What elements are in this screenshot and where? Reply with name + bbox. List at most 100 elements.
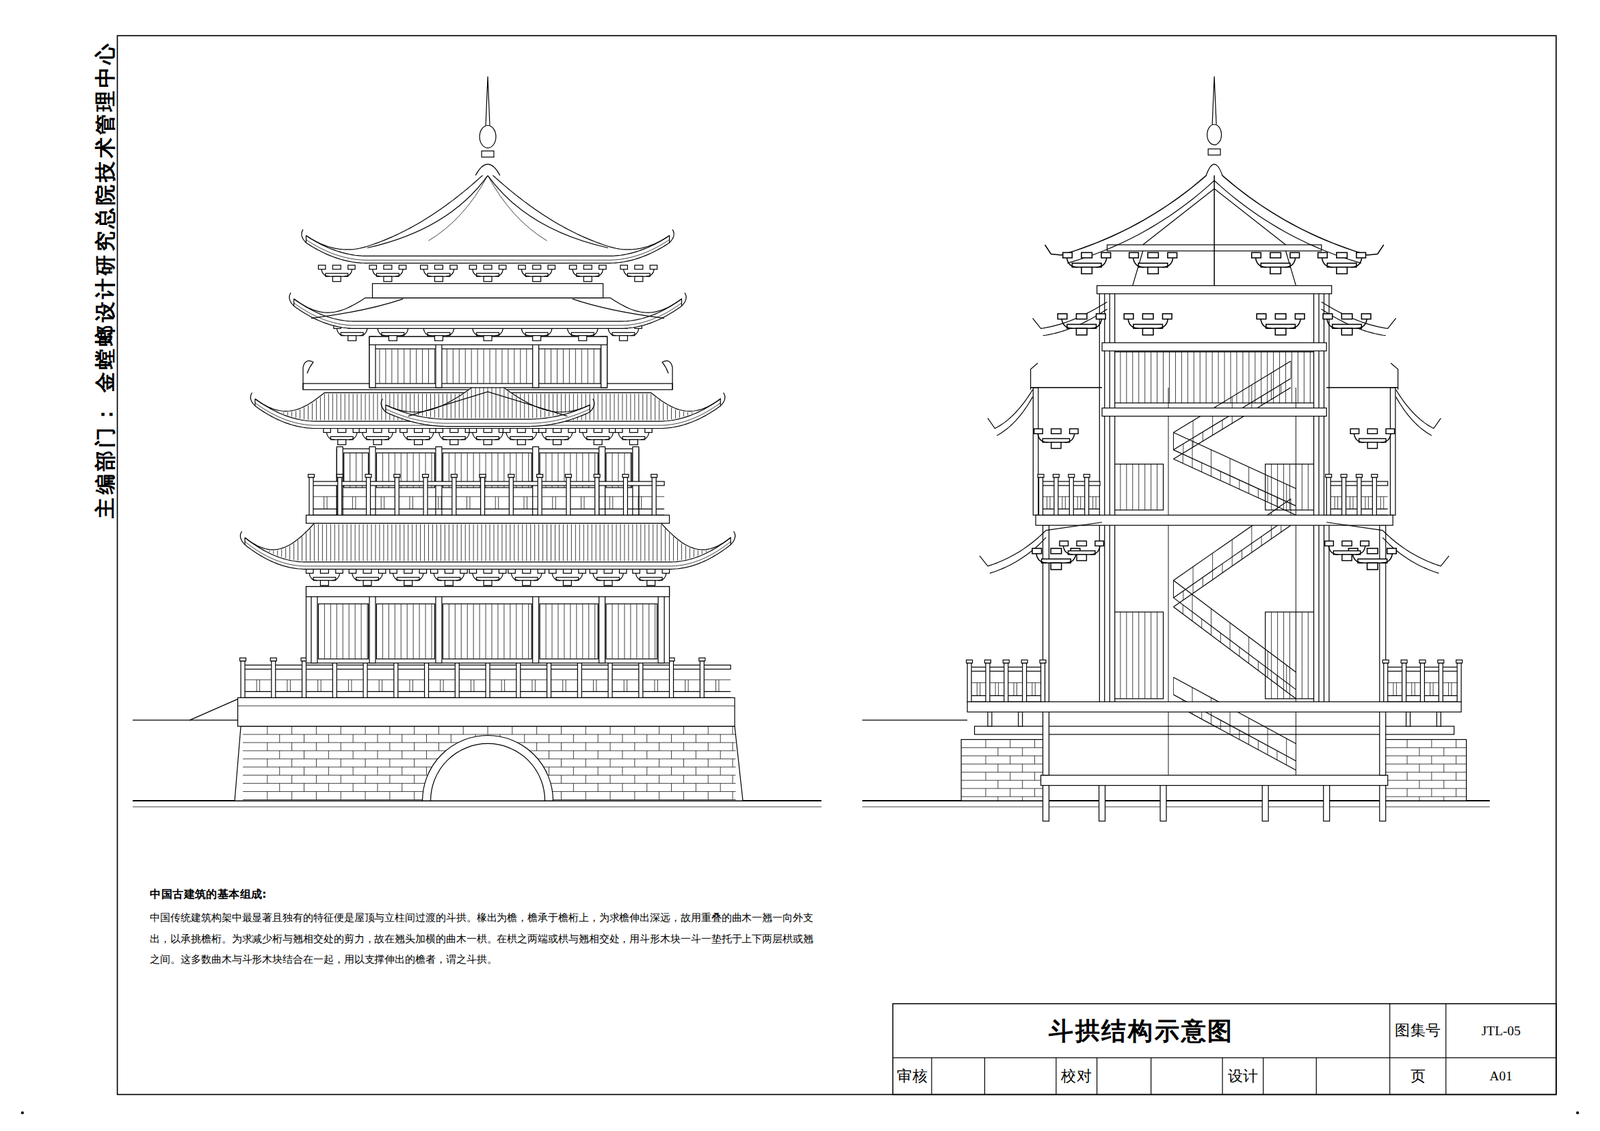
- stair-handrail: [1173, 361, 1291, 433]
- brick-joint: [695, 783, 697, 793]
- roof-tile: [681, 543, 683, 561]
- roof-tile: [436, 524, 438, 562]
- lattice-bar: [552, 604, 553, 660]
- lattice-bar: [1125, 612, 1127, 700]
- lattice-bar: [544, 348, 546, 384]
- bracket-block: [306, 569, 314, 574]
- bracket-block: [562, 580, 572, 586]
- baluster: [1353, 496, 1354, 509]
- bracket-block: [579, 428, 587, 434]
- lattice-bar: [1277, 464, 1278, 511]
- roof-tile: [579, 524, 581, 562]
- lattice-bar: [588, 604, 589, 660]
- bracket-set: [539, 428, 576, 446]
- roof-tile: [654, 397, 656, 421]
- stair-baluster: [1231, 539, 1233, 557]
- brick-joint: [413, 726, 415, 735]
- roof-tile: [313, 524, 315, 562]
- bracket-set: [632, 569, 670, 586]
- stair-baluster: [1248, 467, 1250, 485]
- brick-joint: [597, 783, 599, 793]
- eave-section: [987, 389, 1033, 429]
- roof-tile: [606, 394, 607, 421]
- brick-joint: [291, 759, 293, 768]
- bracket-block: [562, 569, 572, 574]
- lattice-bar: [495, 348, 496, 384]
- baluster: [378, 679, 380, 692]
- bracket-block: [632, 569, 640, 574]
- brick-joint: [1443, 747, 1445, 756]
- brick-course: [1382, 780, 1466, 782]
- column: [1109, 290, 1115, 704]
- stair-tread: [1229, 640, 1231, 650]
- brick-joint: [316, 759, 317, 768]
- bracket-block: [578, 335, 587, 341]
- lattice-bar: [1193, 352, 1195, 404]
- bracket-arm: [396, 577, 420, 581]
- column: [599, 586, 606, 664]
- column: [435, 446, 442, 516]
- roof-tile: [330, 524, 332, 562]
- baluster: [1031, 682, 1033, 696]
- lattice-bar: [1254, 352, 1256, 404]
- bracket-curve: [423, 269, 455, 277]
- baluster: [352, 496, 353, 509]
- brick-joint: [985, 739, 986, 748]
- bracket-block: [589, 569, 597, 574]
- brick-joint: [1407, 755, 1408, 765]
- roof-tile: [467, 391, 468, 419]
- lattice-bar: [378, 348, 380, 384]
- bracket-curve: [552, 573, 583, 581]
- stair-baluster: [1251, 526, 1252, 544]
- baluster: [531, 679, 533, 692]
- post-cap: [450, 474, 457, 478]
- roof-tile: [446, 394, 448, 421]
- roof-tile: [544, 394, 546, 421]
- brick-joint: [1418, 764, 1420, 773]
- first-eave-roof-fascia: [244, 537, 731, 563]
- bracket-set: [1057, 313, 1106, 336]
- brick-joint: [985, 755, 986, 765]
- baluster: [1411, 682, 1412, 696]
- stair-tread: [1267, 493, 1269, 503]
- brick-joint: [1443, 796, 1445, 802]
- bracket-arm: [525, 273, 548, 277]
- lattice-bar: [550, 348, 552, 384]
- balustrade-post: [595, 477, 600, 516]
- brick-joint: [683, 726, 685, 735]
- baluster: [1433, 682, 1434, 696]
- balustrade-post: [480, 477, 485, 516]
- brick-joint: [720, 734, 721, 743]
- stair-stringer: [1173, 516, 1291, 598]
- bracket-block: [388, 428, 396, 434]
- stair-baluster: [1270, 372, 1272, 390]
- roof-tile: [701, 550, 703, 555]
- brick-joint: [560, 726, 562, 735]
- bracket-block: [1336, 252, 1348, 258]
- bracket-block: [1251, 252, 1262, 258]
- brick-joint: [985, 772, 986, 781]
- balustrade-post: [699, 661, 704, 699]
- lattice-bar: [397, 348, 399, 384]
- gable-pediment: [408, 391, 568, 417]
- lattice-bar: [425, 604, 427, 660]
- bracket-set: [318, 265, 356, 282]
- post-cap: [508, 474, 515, 478]
- roof-tile: [454, 400, 456, 419]
- roof-tile: [669, 532, 670, 561]
- lattice-bar: [415, 348, 417, 384]
- balcony-floor: [306, 515, 670, 524]
- bracket-block: [1051, 442, 1061, 449]
- roof-tile: [338, 524, 340, 562]
- brick-joint: [463, 726, 464, 735]
- stair-tread: [1192, 612, 1193, 622]
- bracket-block: [498, 265, 506, 270]
- brick-joint: [1455, 788, 1457, 797]
- brick-joint: [1407, 739, 1408, 748]
- bracket-block: [1341, 313, 1353, 320]
- lattice-bar: [1285, 352, 1287, 404]
- brick-course: [961, 796, 1046, 798]
- roof-tile: [399, 524, 401, 562]
- balustrade-post: [1004, 663, 1009, 703]
- lattice-bar: [1279, 352, 1280, 404]
